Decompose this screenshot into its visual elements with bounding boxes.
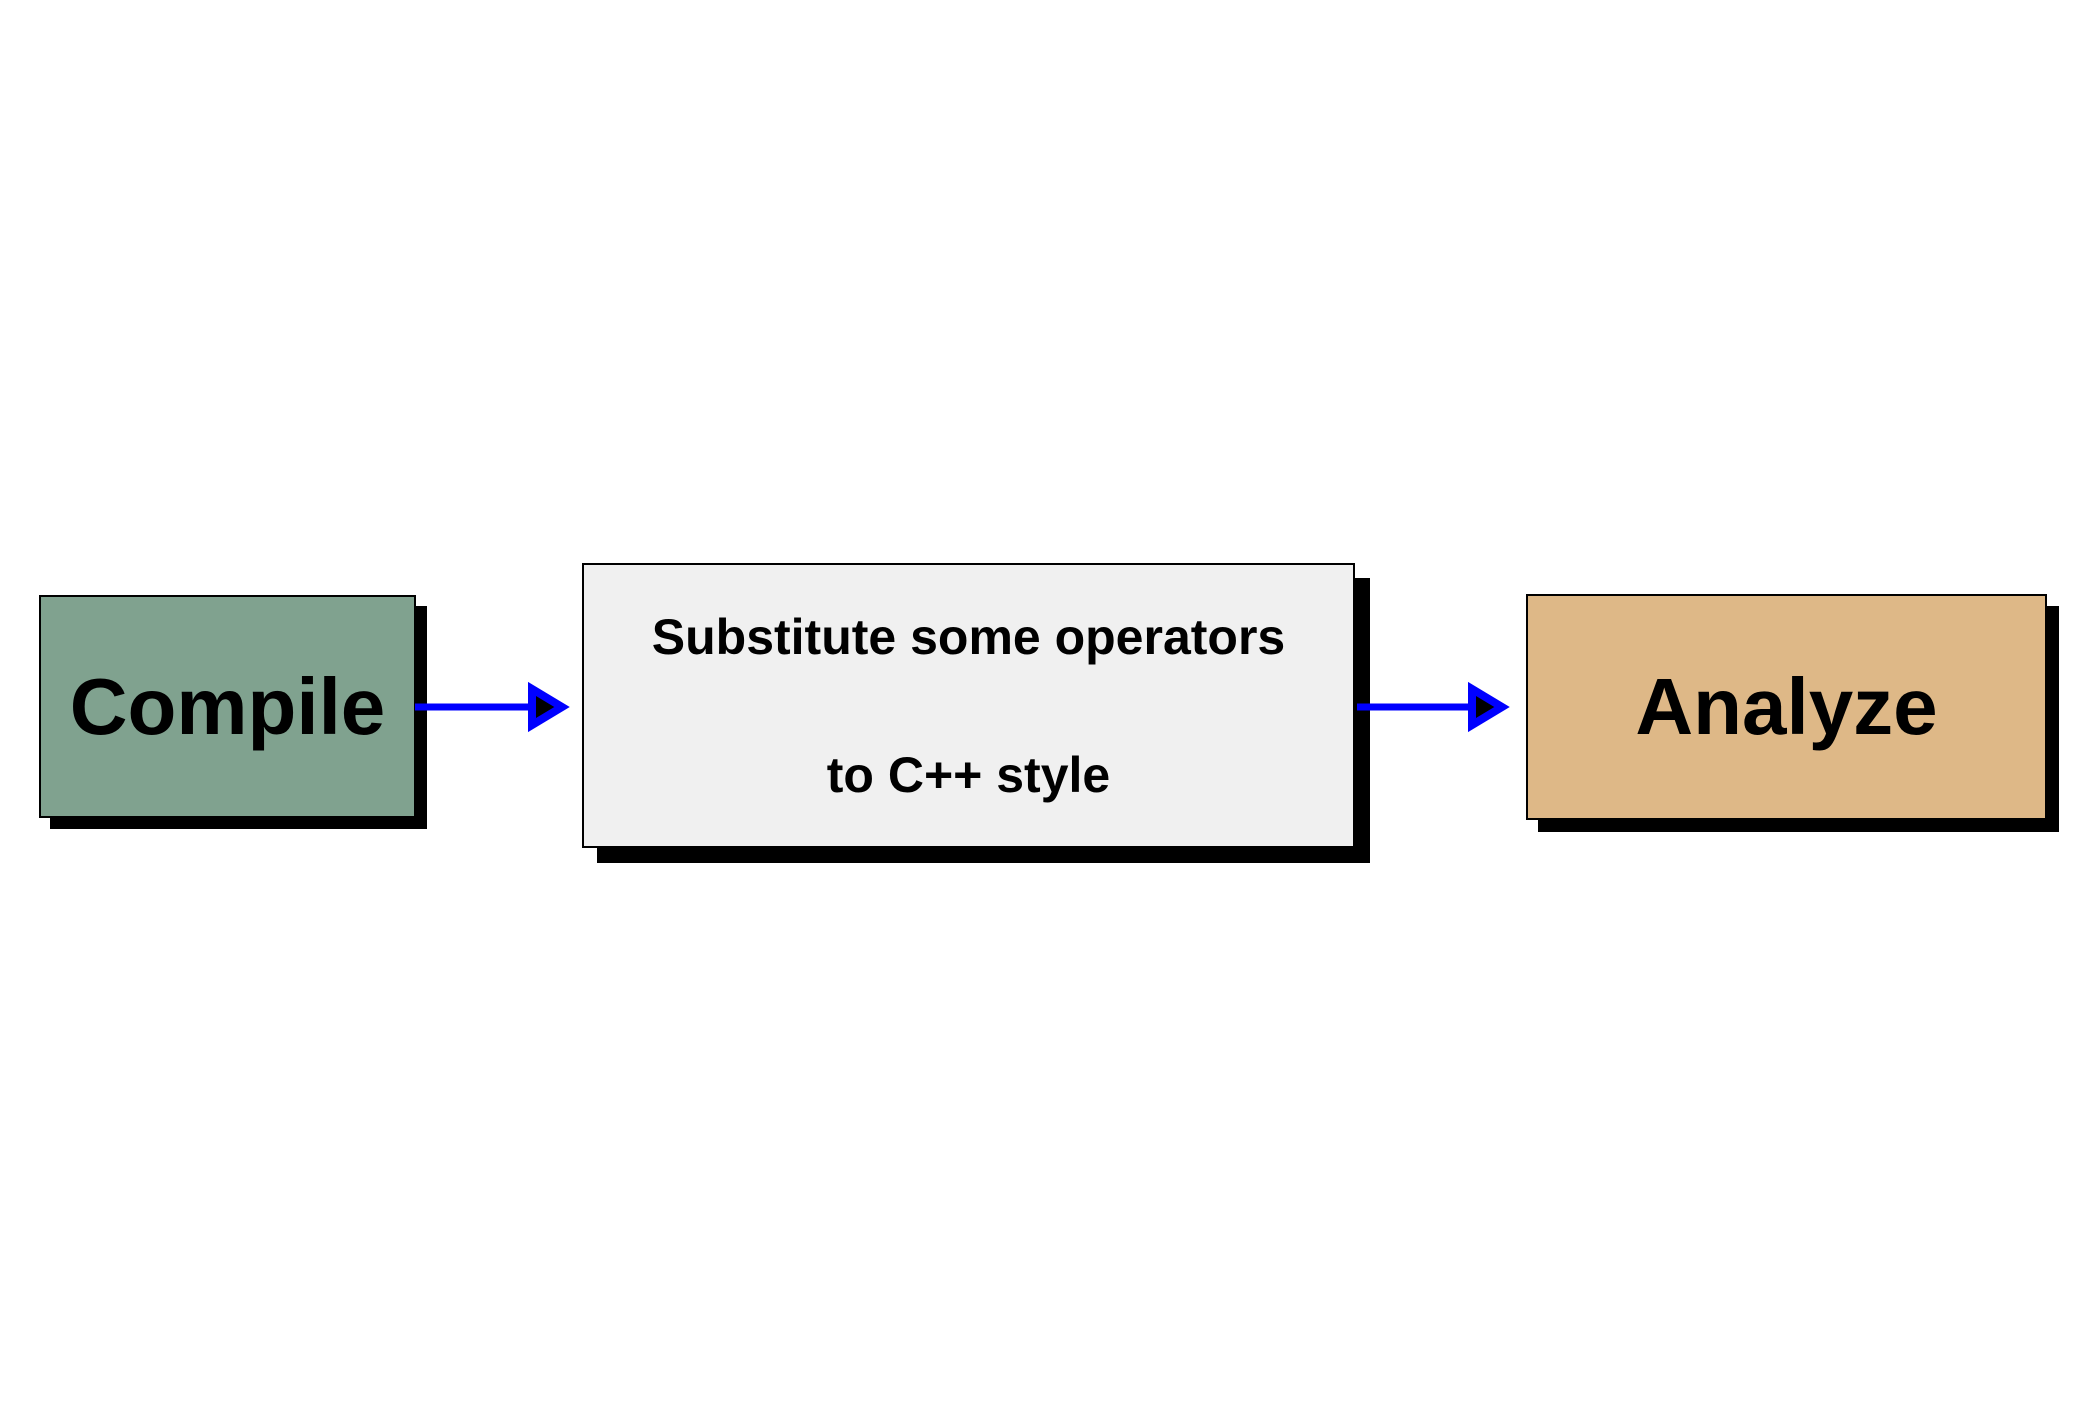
compile-node-label: Compile (69, 661, 386, 751)
arrowhead-icon (1468, 681, 1510, 733)
substitute-node-label-line1: Substitute some operators (651, 608, 1286, 665)
arrow-substitute-to-analyze (1357, 681, 1510, 733)
analyze-node-label: Analyze (1635, 662, 1938, 751)
arrowhead-icon (528, 681, 570, 733)
substitute-node-label-line2: to C++ style (826, 746, 1111, 803)
analyze-node: Analyze (1526, 594, 2047, 820)
arrow-compile-to-substitute (415, 681, 570, 733)
compile-node: Compile (39, 595, 416, 818)
substitute-node: Substitute some operators to C++ style (582, 563, 1355, 848)
